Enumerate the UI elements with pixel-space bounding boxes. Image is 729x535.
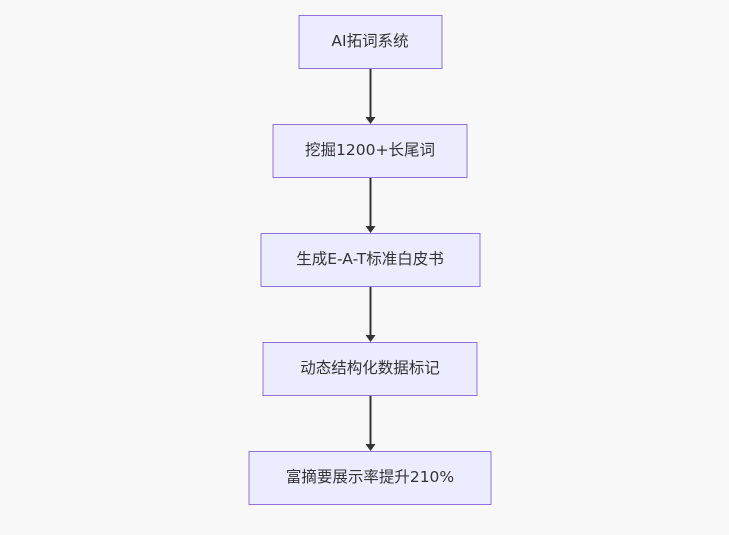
arrow-line (369, 178, 371, 226)
node-label: AI拓词系统 (331, 32, 409, 51)
node-structured-data-markup: 动态结构化数据标记 (262, 342, 478, 396)
node-longtail-keyword-mining: 挖掘1200+长尾词 (272, 124, 468, 178)
node-rich-snippet-result: 富摘要展示率提升210% (248, 451, 492, 505)
arrow-head-icon (365, 444, 375, 451)
node-ai-expansion-system: AI拓词系统 (298, 15, 442, 69)
flow-arrow-3 (365, 287, 375, 342)
node-label: 富摘要展示率提升210% (285, 468, 455, 487)
flowchart: AI拓词系统 挖掘1200+长尾词 生成E-A-T标准白皮书 动态结构化数据标记 (248, 15, 492, 505)
arrow-head-icon (365, 335, 375, 342)
arrow-line (369, 69, 371, 117)
node-label: 挖掘1200+长尾词 (305, 141, 435, 160)
flow-arrow-2 (365, 178, 375, 233)
node-label: 动态结构化数据标记 (300, 359, 440, 378)
flow-arrow-1 (365, 69, 375, 124)
arrow-line (369, 287, 371, 335)
flow-arrow-4 (365, 396, 375, 451)
arrow-head-icon (365, 226, 375, 233)
arrow-line (369, 396, 371, 444)
node-eat-whitepaper: 生成E-A-T标准白皮书 (260, 233, 480, 287)
arrow-head-icon (365, 117, 375, 124)
node-label: 生成E-A-T标准白皮书 (296, 250, 444, 269)
